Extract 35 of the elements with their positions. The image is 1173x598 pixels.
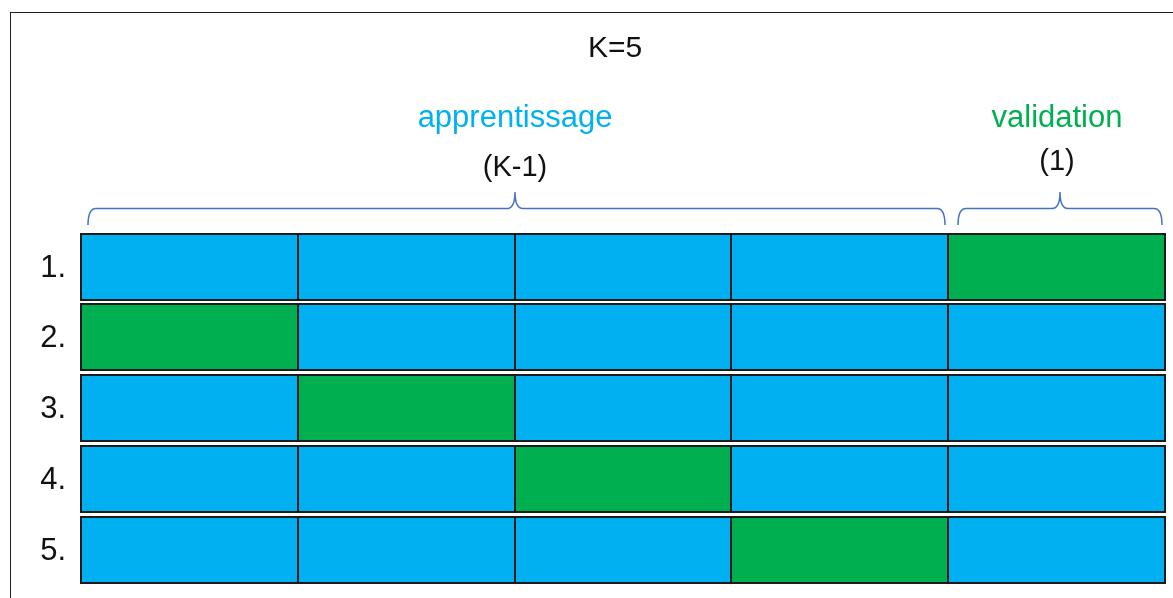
training-fold bbox=[82, 376, 297, 440]
training-fold bbox=[296, 447, 514, 511]
training-fold bbox=[730, 235, 948, 299]
training-fold bbox=[730, 305, 948, 369]
row-number: 2. bbox=[40, 319, 66, 355]
row-number: 1. bbox=[40, 249, 66, 285]
training-fold bbox=[947, 447, 1164, 511]
training-fold bbox=[513, 518, 731, 582]
training-fold bbox=[296, 305, 514, 369]
validation-fold bbox=[513, 447, 731, 511]
training-fold bbox=[513, 376, 731, 440]
training-fold bbox=[730, 376, 948, 440]
group-label: (K-1) bbox=[482, 149, 548, 183]
training-fold bbox=[82, 447, 297, 511]
training-fold bbox=[296, 235, 514, 299]
training-fold bbox=[513, 235, 731, 299]
training-fold bbox=[947, 305, 1164, 369]
group-label: apprentissage bbox=[417, 99, 613, 135]
row-number: 4. bbox=[40, 461, 66, 497]
diagram-title: K=5 bbox=[586, 30, 644, 64]
validation-fold bbox=[730, 518, 948, 582]
training-fold bbox=[947, 518, 1164, 582]
group-label: (1) bbox=[1039, 143, 1075, 177]
training-fold bbox=[513, 305, 731, 369]
training-fold bbox=[82, 518, 297, 582]
training-fold bbox=[947, 376, 1164, 440]
validation-fold bbox=[82, 305, 297, 369]
validation-fold bbox=[296, 376, 514, 440]
row-number: 5. bbox=[40, 532, 66, 568]
group-label: validation bbox=[991, 99, 1123, 135]
training-fold bbox=[730, 447, 948, 511]
row-number: 3. bbox=[40, 390, 66, 426]
training-fold bbox=[82, 235, 297, 299]
training-fold bbox=[296, 518, 514, 582]
validation-fold bbox=[947, 235, 1164, 299]
